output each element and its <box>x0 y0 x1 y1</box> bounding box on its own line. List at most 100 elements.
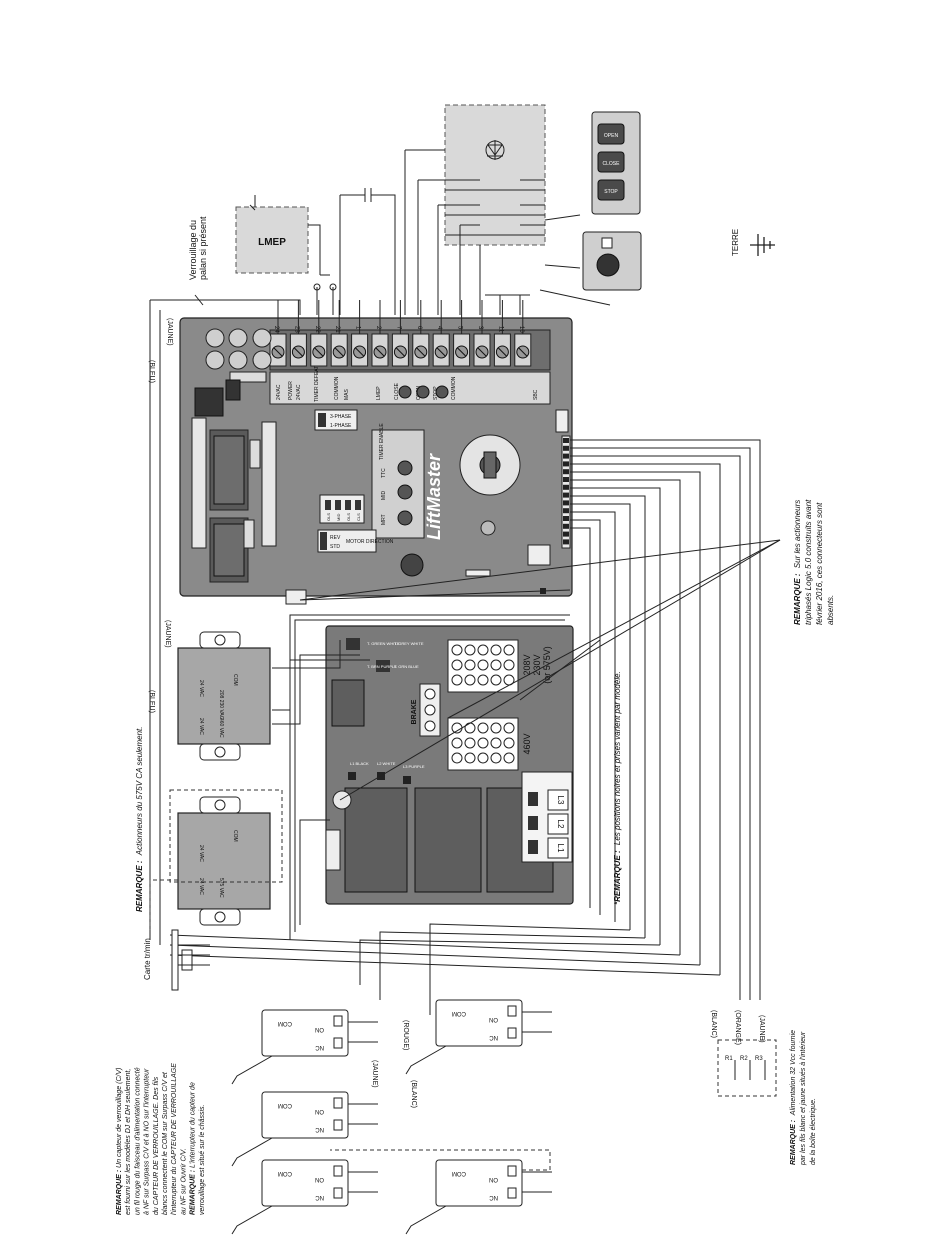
svg-text:TIMER ENABLE: TIMER ENABLE <box>379 423 385 460</box>
svg-text:L1: L1 <box>556 844 565 853</box>
voltage-jumper-pin <box>490 752 502 764</box>
svg-text:(BLANC): (BLANC) <box>710 1010 717 1038</box>
switch-terminal-label: NC <box>315 1194 324 1200</box>
lmep-box: LMEP <box>235 195 309 274</box>
svg-text:MID: MID <box>381 490 387 500</box>
svg-text:MID: MID <box>336 514 341 521</box>
lock-sensor-note-line: un fil rouge du faisceau d'alimentation … <box>134 1067 141 1215</box>
voltage-jumper-pin <box>503 737 515 749</box>
switch-terminal-label: ON <box>315 1108 324 1114</box>
brand-label: LiftMaster <box>424 453 444 540</box>
switch-terminal-label: NC <box>315 1044 324 1050</box>
svg-text:TTC: TTC <box>381 468 387 478</box>
note-alimentation: REMARQUE : Alimentation 32 Vcc fournie p… <box>790 1030 817 1166</box>
terminal-number: 7 <box>395 326 401 330</box>
voltage-jumper-pin <box>464 722 476 734</box>
jaune-label-top: (JAUNE) <box>166 318 173 346</box>
switch-terminal-label: ON <box>315 1026 324 1032</box>
svg-text:24 VAC: 24 VAC <box>198 680 204 697</box>
voltage-jumper-pin <box>477 674 489 686</box>
external-control-box <box>444 104 546 246</box>
lock-sensor-note-line: REMARQUE : Un capteur de verrouillage (C… <box>116 1068 123 1215</box>
std-label: STD <box>330 544 340 550</box>
terminal-number: 6 <box>416 326 422 330</box>
svg-text:T. BRN PURPLE: T. BRN PURPLE <box>367 664 397 669</box>
motor-direction-label: MOTOR DIRECTION <box>346 539 394 545</box>
terminal-number: 10 <box>518 326 524 333</box>
voltage-jumper-pin <box>451 644 463 656</box>
blanc-label-switch: (BLANC) <box>410 1080 417 1108</box>
voltage-jumper-pin <box>477 644 489 656</box>
svg-text:24VAC: 24VAC <box>296 384 302 400</box>
svg-text:L3 PURPLE: L3 PURPLE <box>403 764 425 769</box>
voltage-jumper-pin <box>490 644 502 656</box>
svg-text:208V: 208V <box>522 654 532 675</box>
jaune-label-switch: (JAUNE) <box>371 1060 378 1088</box>
svg-text:L2 WHITE: L2 WHITE <box>377 761 396 766</box>
note-positions: *REMARQUE : Les positions noires et pris… <box>613 671 622 905</box>
three-phase-label: 3-PHASE <box>330 414 352 420</box>
terminal-number: 4 <box>436 326 442 330</box>
svg-text:24 VAC: 24 VAC <box>198 878 204 895</box>
terminal-23: 23 <box>289 300 307 367</box>
svg-text:triphasés Logic 5.0 construits: triphasés Logic 5.0 construits avant <box>804 499 813 625</box>
svg-text:CLOSE: CLOSE <box>394 382 400 400</box>
svg-text:REMARQUE : Sur les actio: REMARQUE : Sur les actionneurs <box>793 500 802 625</box>
close-station-button <box>597 151 625 173</box>
voltage-jumper-pin <box>464 659 476 671</box>
connector-pin <box>563 508 569 514</box>
terminal-number: 2 <box>375 326 381 330</box>
terminal-7: 7 <box>391 300 409 367</box>
svg-text:COMMON: COMMON <box>451 376 457 400</box>
voltage-jumper-pin <box>477 752 489 764</box>
terminal-1: 1 <box>351 300 369 367</box>
svg-text:de la boîte électrique.: de la boîte électrique. <box>810 1098 817 1165</box>
terminal-5: 5 <box>453 300 471 367</box>
voltage-jumper-pin <box>490 737 502 749</box>
connector-pin <box>563 500 569 506</box>
terminal-24: 24 <box>269 300 287 367</box>
voltage-jumper-pin <box>451 674 463 686</box>
terminal-11: 11 <box>493 300 511 367</box>
ground-symbol: TERRE <box>731 229 775 256</box>
note-575: REMARQUE : Actionneurs du 575V CA seulem… <box>135 727 144 912</box>
terminal-number: 22 <box>314 326 320 333</box>
svg-text:OLS: OLS <box>346 513 351 521</box>
voltage-jumper-pin <box>490 722 502 734</box>
svg-text:R1: R1 <box>725 1056 733 1062</box>
jaune-label-mid: (JAUNE) <box>164 620 171 648</box>
connector-pin <box>563 445 569 451</box>
svg-text:TIMER DEFEAT: TIMER DEFEAT <box>314 366 320 402</box>
voltage-jumper-pin <box>477 659 489 671</box>
lock-sensor-note-line: est fourni sur les modèles DJ et DH seul… <box>125 1069 132 1215</box>
open-station-label: OPEN <box>604 133 619 139</box>
voltage-jumper-pin <box>464 737 476 749</box>
svg-text:T. GREEN WHITE: T. GREEN WHITE <box>367 641 400 646</box>
stop-station-button <box>597 179 625 201</box>
svg-text:T. GREY WHITE: T. GREY WHITE <box>394 641 424 646</box>
svg-text:L1 BLACK: L1 BLACK <box>350 761 369 766</box>
terminal-number: 5 <box>457 326 463 330</box>
terminal-10: 10 <box>514 300 532 367</box>
connector-pin <box>563 438 569 443</box>
svg-text:CLS: CLS <box>356 513 361 521</box>
terminal-2: 2 <box>371 300 389 367</box>
note-lock-sensor: REMARQUE : Un capteur de verrouillage (C… <box>116 1063 206 1215</box>
lock-sensor-note-line: verrouillage est situé sur le châssis. <box>199 1104 206 1215</box>
connector-pin <box>563 469 569 475</box>
svg-text:MRT: MRT <box>381 514 387 525</box>
close-station-label: CLOSE <box>603 161 621 167</box>
svg-text:208 230 VAC: 208 230 VAC <box>218 690 224 720</box>
note-logic: REMARQUE : Sur les actionneurs triphasés… <box>793 499 835 625</box>
terminal-number: 11 <box>497 326 503 333</box>
lock-sensor-note-line: REMARQUE : L'interrupteur du capteur de <box>190 1082 197 1215</box>
connector-pin <box>563 461 569 467</box>
switch-terminal-label: NC <box>489 1194 498 1200</box>
motor-contactor-board: T. GREEN WHITE T. GREY WHITE T. BRN PURP… <box>325 625 574 905</box>
push-button-station: OPEN CLOSE STOP <box>591 111 641 215</box>
terminal-number: 3 <box>477 326 483 330</box>
